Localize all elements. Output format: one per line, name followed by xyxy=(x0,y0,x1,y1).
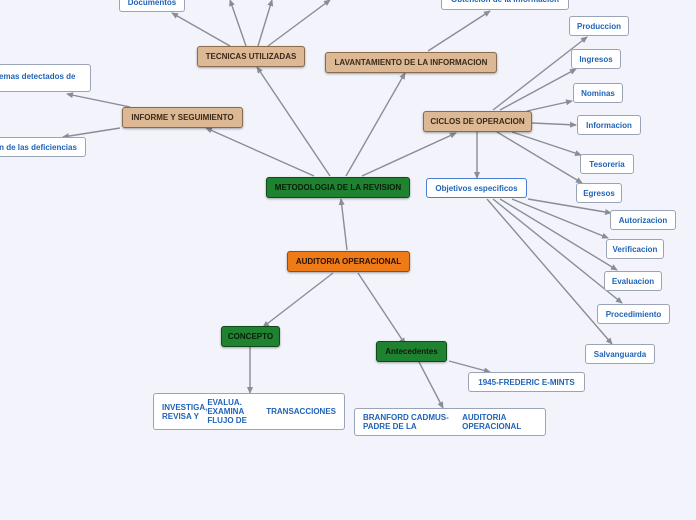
edge-objetivos-autorizacion xyxy=(527,198,612,215)
edge-auditoria-antecedentes xyxy=(357,272,406,345)
edge-tecnicas-up3 xyxy=(267,0,331,47)
edge-antecedentes-branford xyxy=(418,361,444,409)
node-investiga-revisa-evalua[interactable]: INVESTIGA, REVISA Y EVALUA. EXAMINA FLUJ… xyxy=(153,393,345,430)
edge-tecnicas-documentos xyxy=(171,12,231,47)
node-documentos[interactable]: Documentos xyxy=(119,0,185,12)
node-verificacion[interactable]: Verificacion xyxy=(606,239,664,259)
edge-objetivos-procedimiento xyxy=(492,198,623,304)
node-problemas-detectados[interactable]: emas detectados de xyxy=(0,64,91,92)
edge-metodologia-levantamiento xyxy=(345,72,406,177)
node-ingresos[interactable]: Ingresos xyxy=(571,49,621,69)
branford-line-2: AUDITORIA OPERACIONAL xyxy=(462,413,522,431)
node-objetivos-especificos[interactable]: Objetivos especificos xyxy=(426,178,527,198)
edge-tecnicas-up2 xyxy=(257,0,274,47)
node-procedimiento[interactable]: Procedimiento xyxy=(597,304,670,324)
edge-objetivos-evaluacion xyxy=(499,198,618,271)
node-obtencion-informacion[interactable]: Obtención de la información xyxy=(441,0,569,10)
node-tesoreria[interactable]: Tesoreria xyxy=(580,154,634,174)
node-nominas[interactable]: Nominas xyxy=(573,83,623,103)
node-antecedentes[interactable]: Antecedentes xyxy=(376,341,447,362)
edge-objetivos-salvaguarda xyxy=(486,198,613,345)
node-auditoria-operacional[interactable]: AUDITORIA OPERACIONAL xyxy=(287,251,410,272)
edge-auditoria-metodologia xyxy=(338,198,348,251)
investiga-line-2: EVALUA. EXAMINA FLUJO DE xyxy=(207,398,247,425)
node-metodologia-revision[interactable]: METODOLOGIA DE LA REVISION xyxy=(266,177,410,198)
node-levantamiento-informacion[interactable]: LAVANTAMIENTO DE LA INFORMACION xyxy=(325,52,497,73)
node-tecnicas-utilizadas[interactable]: TECNICAS UTILIZADAS xyxy=(197,46,305,67)
edge-metodologia-informe xyxy=(205,127,315,177)
node-ciclos-operacion[interactable]: CICLOS DE OPERACION xyxy=(423,111,532,132)
node-salvaguarda[interactable]: Salvanguarda xyxy=(585,344,655,364)
node-produccion[interactable]: Produccion xyxy=(569,16,629,36)
branford-line-1: BRANFORD CADMUS-PADRE DE LA xyxy=(363,413,449,431)
node-frederic-e-mints[interactable]: 1945-FREDERIC E-MINTS xyxy=(468,372,585,392)
edge-auditoria-concepto xyxy=(262,272,334,328)
edge-informe-deficiencias xyxy=(62,127,121,140)
edge-levantamiento-obtencion xyxy=(427,10,491,52)
edge-ciclos-informacion xyxy=(531,121,577,128)
edge-ciclos-ingresos xyxy=(499,68,577,111)
investiga-line-1: INVESTIGA, REVISA Y xyxy=(162,402,208,421)
edge-ciclos-tesoreria xyxy=(511,131,582,156)
node-concepto[interactable]: CONCEPTO xyxy=(221,326,280,347)
edge-tecnicas-up1 xyxy=(229,0,247,47)
node-autorizacion[interactable]: Autorizacion xyxy=(610,210,676,230)
node-deficiencias[interactable]: n de las deficiencias xyxy=(0,137,86,157)
node-branford-cadmus[interactable]: BRANFORD CADMUS-PADRE DE LA AUDITORIA OP… xyxy=(354,408,546,436)
edge-informe-problemas xyxy=(66,92,131,108)
edge-ciclos-nominas xyxy=(526,99,573,112)
node-evaluacion[interactable]: Evaluacion xyxy=(604,271,662,291)
edge-objetivos-verificacion xyxy=(511,198,609,239)
edge-metodologia-ciclos xyxy=(361,132,457,177)
node-egresos[interactable]: Egresos xyxy=(576,183,622,203)
investiga-line-3: TRANSACCIONES xyxy=(266,407,336,416)
node-informe-seguimiento[interactable]: INFORME Y SEGUIMIENTO xyxy=(122,107,243,128)
edge-antecedentes-frederic xyxy=(448,360,491,374)
edge-ciclos-egresos xyxy=(496,131,583,184)
node-informacion[interactable]: Informacion xyxy=(577,115,641,135)
edge-metodologia-tecnicas xyxy=(256,66,331,177)
